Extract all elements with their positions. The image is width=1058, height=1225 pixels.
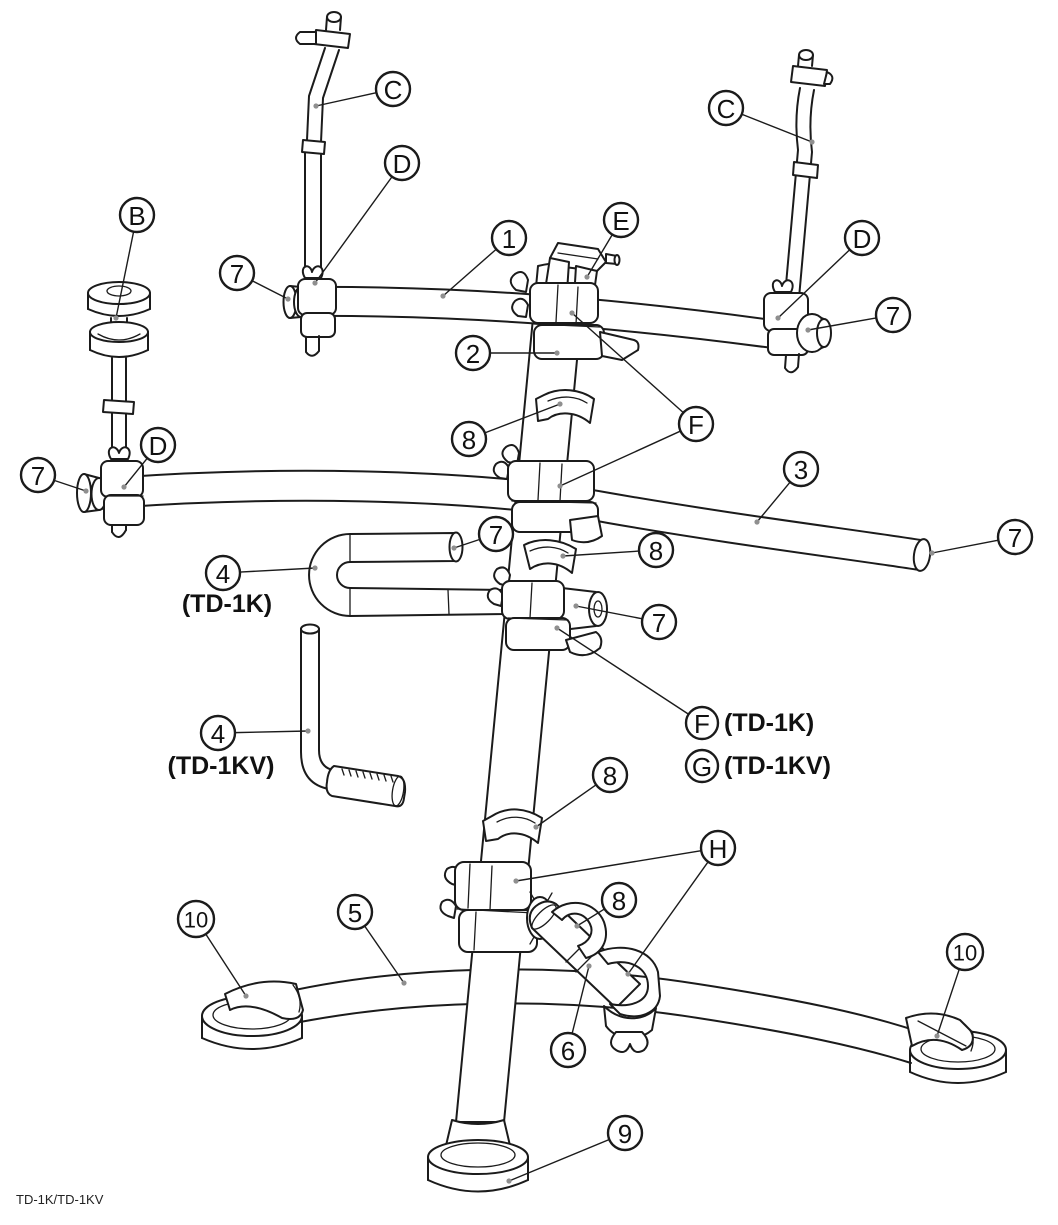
svg-text:10: 10 <box>953 941 977 966</box>
svg-text:1: 1 <box>502 224 516 254</box>
clamp-d-bar1-left <box>297 265 337 357</box>
svg-text:4: 4 <box>216 559 230 589</box>
clamp-f-bar3 <box>492 444 603 544</box>
cymbal-arm-c-right <box>784 49 834 299</box>
callout-eight-mid: 8 <box>560 531 675 569</box>
svg-text:8: 8 <box>612 886 626 916</box>
callout-g-legend: G (TD-1KV) <box>684 748 831 784</box>
svg-text:7: 7 <box>31 461 45 491</box>
svg-text:8: 8 <box>603 761 617 791</box>
svg-text:F: F <box>694 709 710 739</box>
callout-f-legend: F (TD-1K) <box>554 625 814 741</box>
callout-two: 2 <box>454 334 560 372</box>
svg-text:7: 7 <box>886 301 900 331</box>
svg-text:2: 2 <box>466 339 480 369</box>
callout-e: E <box>584 201 640 280</box>
callout-c-left: C <box>313 70 412 109</box>
bushing-8-lower <box>482 808 543 844</box>
svg-text:5: 5 <box>348 898 362 928</box>
callout-eight-brace: 8 <box>574 881 638 929</box>
callout-eight-upper: 8 <box>450 401 563 458</box>
svg-text:D: D <box>393 149 412 179</box>
callout-d-top: D <box>312 144 421 286</box>
svg-text:3: 3 <box>794 455 808 485</box>
svg-text:6: 6 <box>561 1036 575 1066</box>
clamp-d-bar3-left <box>100 446 145 526</box>
svg-text:(TD-1KV): (TD-1KV) <box>168 752 275 780</box>
callout-four-td1k: 4(TD-1K) <box>182 554 318 618</box>
left-foot-10 <box>201 980 304 1050</box>
callout-eight-lower: 8 <box>533 756 629 830</box>
callout-nine: 9 <box>506 1114 644 1184</box>
callout-d-right: D <box>775 219 881 321</box>
bushing-8-upper <box>535 389 595 424</box>
svg-text:7: 7 <box>489 520 503 550</box>
callout-four-td1kv: 4 (TD-1KV) <box>168 714 311 780</box>
svg-text:(TD-1KV): (TD-1KV) <box>724 752 831 780</box>
svg-text:D: D <box>149 431 168 461</box>
callout-seven-lower-knob: 7 <box>573 603 678 641</box>
svg-text:F: F <box>688 410 704 440</box>
tom-arm-4-td1kv <box>300 623 407 808</box>
callout-five: 5 <box>336 893 407 986</box>
svg-text:7: 7 <box>1008 523 1022 553</box>
svg-text:4: 4 <box>211 719 225 749</box>
svg-text:8: 8 <box>462 425 476 455</box>
svg-text:C: C <box>717 94 736 124</box>
svg-text:8: 8 <box>649 536 663 566</box>
callout-seven-bar3-right: 7 <box>929 518 1034 556</box>
svg-text:H: H <box>709 834 728 864</box>
cymbal-arm-c-left <box>295 11 351 281</box>
callout-ten-right: 10 <box>934 932 985 1039</box>
footer-model-label: TD-1K/TD-1KV <box>16 1192 104 1207</box>
base-cup-9 <box>427 1119 529 1193</box>
svg-text:9: 9 <box>618 1119 632 1149</box>
callout-seven-bar3-left: 7 <box>19 456 89 494</box>
bushing-8-mid <box>523 539 577 574</box>
callout-d-bar3-left: D <box>121 426 177 490</box>
callout-ten-left: 10 <box>176 899 249 999</box>
callout-seven-bar1-right: 7 <box>805 296 912 334</box>
clamp-d-bar1-right <box>763 279 832 374</box>
top-bar-1 <box>282 285 773 349</box>
callout-b: B <box>113 196 156 321</box>
svg-text:B: B <box>128 201 145 231</box>
callout-f-clamps: F <box>557 310 715 489</box>
svg-text:10: 10 <box>184 908 208 933</box>
callout-six: 6 <box>549 963 592 1069</box>
svg-text:(TD-1K): (TD-1K) <box>182 590 272 618</box>
clamp-fg-lower <box>486 566 608 657</box>
svg-text:E: E <box>612 206 629 236</box>
callout-seven-utube: 7 <box>451 515 515 553</box>
callout-one: 1 <box>440 219 528 299</box>
tom-arm-4-td1k <box>308 531 507 617</box>
svg-text:(TD-1K): (TD-1K) <box>724 709 814 737</box>
svg-text:7: 7 <box>230 259 244 289</box>
clamp-h-leg <box>597 946 661 1053</box>
callout-h: H <box>513 829 737 977</box>
right-foot-10 <box>905 1012 1007 1084</box>
callout-c-right: C <box>707 89 815 145</box>
svg-text:G: G <box>692 752 712 782</box>
svg-text:C: C <box>384 75 403 105</box>
callout-three: 3 <box>754 450 820 525</box>
svg-text:D: D <box>853 224 872 254</box>
callout-seven-bar1-left: 7 <box>218 254 291 302</box>
svg-text:7: 7 <box>652 608 666 638</box>
